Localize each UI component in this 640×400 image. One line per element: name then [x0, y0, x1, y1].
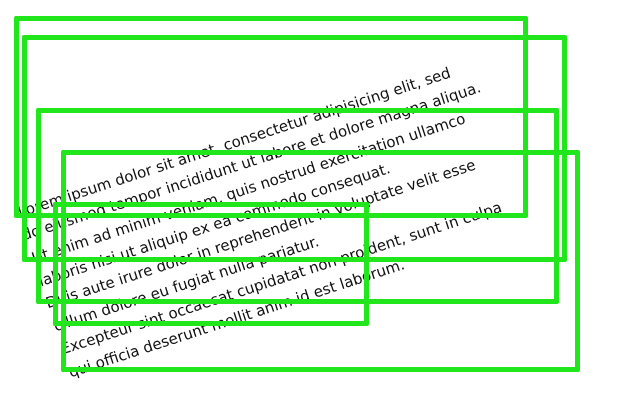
detection-box-4: [61, 150, 580, 372]
detection-box-5: [53, 202, 369, 326]
detection-box-1: [14, 16, 528, 218]
detection-box-2: [22, 35, 567, 262]
detection-box-3: [36, 108, 559, 304]
